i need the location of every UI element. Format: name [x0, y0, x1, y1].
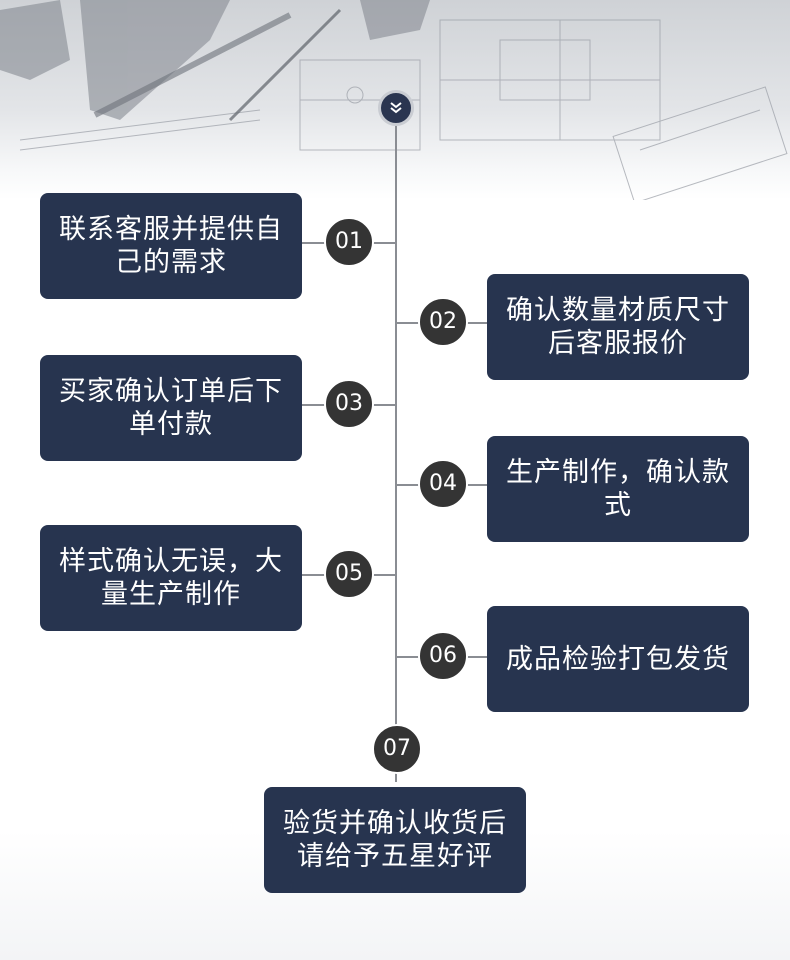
scroll-down-badge [378, 90, 414, 126]
step-text: 验货并确认收货后请给予五星好评 [283, 808, 507, 872]
step-number-05: 05 [324, 549, 374, 599]
step-text: 成品检验打包发货 [506, 643, 730, 675]
step-text: 生产制作，确认款式 [506, 457, 730, 521]
step-text: 样式确认无误，大量生产制作 [59, 546, 283, 610]
step-card-04: 生产制作，确认款式 [487, 436, 749, 542]
step-number-07: 07 [372, 724, 422, 774]
step-number-02: 02 [418, 297, 468, 347]
step-number-06: 06 [418, 631, 468, 681]
step-number-01: 01 [324, 217, 374, 267]
timeline-line [395, 112, 397, 782]
step-card-03: 买家确认订单后下单付款 [40, 355, 302, 461]
step-text: 联系客服并提供自己的需求 [59, 214, 283, 278]
step-card-05: 样式确认无误，大量生产制作 [40, 525, 302, 631]
step-card-07: 验货并确认收货后请给予五星好评 [264, 787, 526, 893]
double-chevron-down-icon [390, 102, 402, 114]
step-number-04: 04 [418, 459, 468, 509]
step-text: 买家确认订单后下单付款 [59, 376, 283, 440]
step-number-03: 03 [324, 379, 374, 429]
step-card-02: 确认数量材质尺寸后客服报价 [487, 274, 749, 380]
step-card-06: 成品检验打包发货 [487, 606, 749, 712]
step-text: 确认数量材质尺寸后客服报价 [506, 295, 730, 359]
step-card-01: 联系客服并提供自己的需求 [40, 193, 302, 299]
blueprint-illustration [0, 0, 788, 200]
